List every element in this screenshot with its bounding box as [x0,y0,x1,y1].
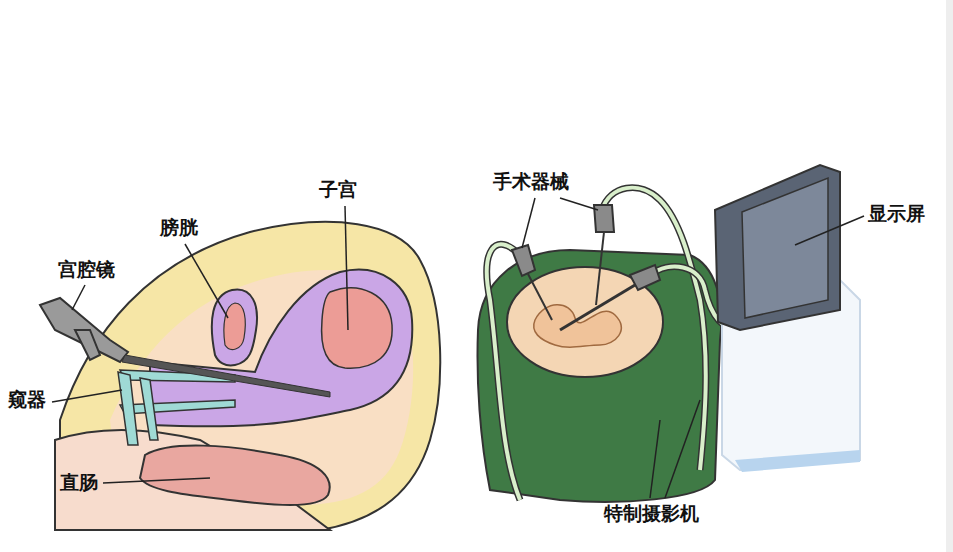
leader-line [345,206,348,330]
leader-lines [52,198,864,498]
leader-line [103,478,210,483]
uterine-cavity [322,288,393,368]
hysteroscope [75,330,100,360]
part-label: 宫腔镜 [56,258,117,281]
part-label: 特制摄影机 [602,502,701,525]
instrument [596,232,604,305]
part-label: 显示屏 [866,202,927,225]
speculum [140,378,158,440]
part-label: 子宫 [317,178,359,201]
part-label: 窥器 [6,388,48,411]
rectum [140,446,330,505]
border-strip [946,0,953,552]
tube [487,244,520,500]
speculum [120,400,235,414]
camera [560,285,635,330]
instrument [528,274,552,320]
surgical-drape [478,250,722,502]
hysteroscope [40,298,128,362]
part-label: 手术器械 [491,170,571,193]
monitor-screen [742,178,828,318]
body-inner [110,270,413,505]
hysteroscope-rod [122,355,330,397]
instrument [512,245,535,276]
leader-line [665,400,700,498]
leader-line [185,244,228,318]
monitor [715,165,840,330]
leader-line [650,420,660,498]
leader-line [52,390,122,402]
leader-line [795,216,864,245]
leader-line [522,198,535,248]
leader-line [560,198,598,210]
monitor-stand [735,450,860,472]
part-label: 直肠 [58,471,100,494]
leader-line [72,285,85,310]
speculum [118,372,138,445]
bladder-inner [224,303,245,349]
tube [487,244,520,500]
part-label: 膀胱 [158,216,200,239]
leg [55,430,330,530]
